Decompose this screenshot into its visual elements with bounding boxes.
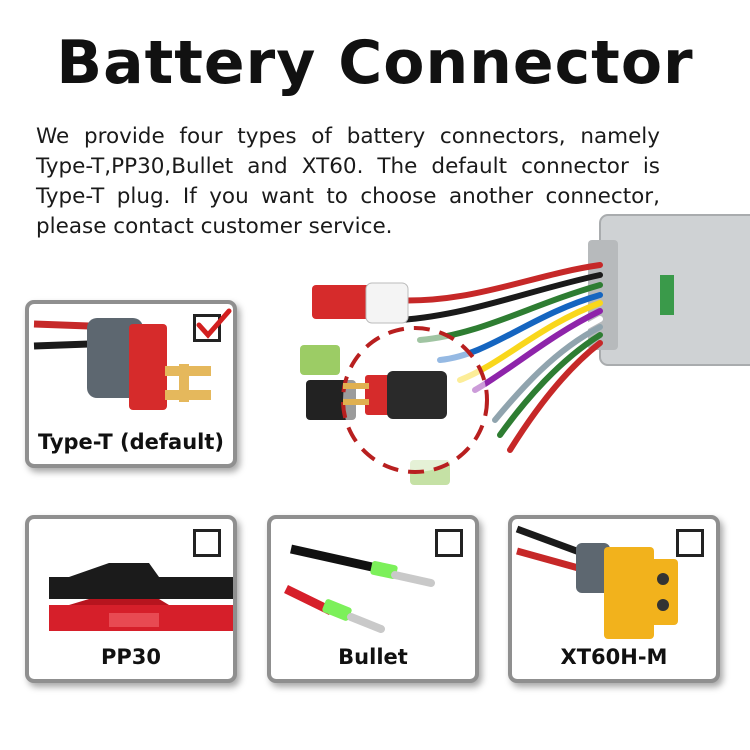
description-text: We provide four types of battery connect… [36,124,660,239]
option-card-xt60[interactable]: XT60H-M [508,515,720,683]
option-card-bullet[interactable]: Bullet [267,515,479,683]
controller-harness-image [300,214,750,485]
option-label: Type-T (default) [37,430,225,454]
check-icon [196,308,232,339]
checkbox-bullet[interactable] [435,529,463,557]
option-label: Bullet [338,645,408,669]
pp30-connector-image [49,563,233,631]
option-label: XT60H-M [560,645,668,669]
option-label: PP30 [100,645,161,669]
xt60-connector-image [515,525,678,639]
page-title: Battery Connector [56,28,694,98]
checkbox-xt60[interactable] [676,529,704,557]
checkbox-pp30[interactable] [193,529,221,557]
type-t-connector-image [33,318,211,410]
bullet-connector-image [284,544,435,633]
option-card-type-t[interactable]: Type-T (default) [25,300,237,468]
option-card-pp30[interactable]: PP30 [25,515,237,683]
checkbox-type-t[interactable] [193,308,232,342]
